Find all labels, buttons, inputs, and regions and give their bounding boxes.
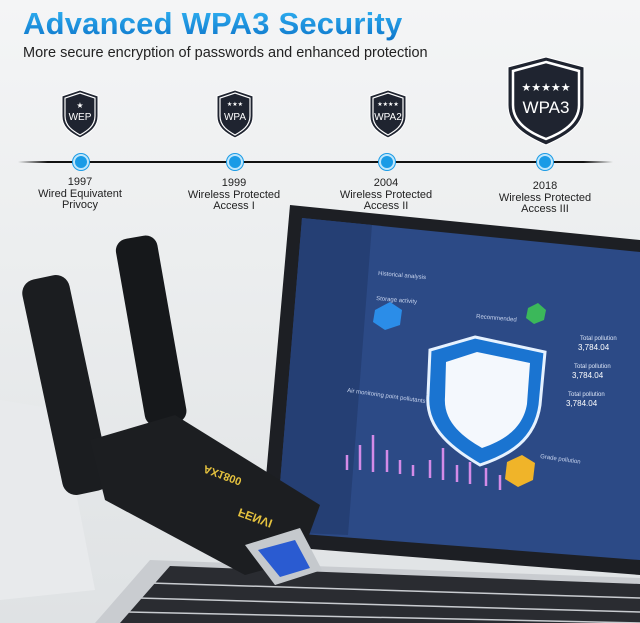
stat-value: 3,784.04 [572,371,604,380]
svg-text:★: ★ [76,101,83,110]
timeline-label-1999: 1999 Wireless Protected Access I [164,177,304,213]
usb-port-insert [258,540,310,577]
dongle-antenna-rear [115,235,187,427]
year: 1997 [67,176,93,188]
screen-bar-chart [345,435,502,490]
year: 2018 [532,180,558,192]
wpa3-shield-icon: ★★★★★ WPA3 [507,56,585,146]
timeline-label-1997: 1997 Wired Equivatent Privocy [10,176,150,212]
wpa2-shield-icon: ★★★★ WPA2 [369,89,407,139]
screen-grade: Grade pollution [540,454,581,466]
timeline-node-1999 [227,154,243,170]
keyboard [120,566,640,623]
notebook [0,400,95,600]
description: Access II [363,200,409,212]
stat-value: 3,784.04 [566,399,598,408]
description: Wireless Protected [498,191,592,204]
timeline-line [18,161,613,163]
wpa2-label: WPA2 [374,112,402,123]
description: Wireless Protected [187,188,281,201]
page-subtitle: More secure encryption of passwords and … [23,45,428,61]
dongle-antenna-front [22,275,110,495]
cloud-hex-icon [373,302,402,330]
description: Access I [213,200,255,212]
screen-stats: Total pollution 3,784.04 Total pollution… [566,336,617,408]
stat-value: 3,784.04 [578,343,610,352]
svg-text:★★★: ★★★ [227,101,243,108]
page-title: Advanced WPA3 Security [23,6,403,41]
screen-recommended: Recommended [476,314,517,324]
wep-shield-icon: ★ WEP [61,89,99,139]
year: 2004 [373,177,399,189]
timeline-node-1997 [73,154,89,170]
stat-label: Total pollution [574,364,611,370]
lock-hex-icon [505,455,535,487]
description: Wired Equivatent [38,187,122,200]
description: Privocy [61,199,99,211]
svg-text:★★★★★: ★★★★★ [521,81,570,94]
stat-label: Total pollution [568,392,605,398]
wep-label: WEP [69,112,92,123]
svg-text:★★★★: ★★★★ [377,101,399,108]
timeline-label-2018: 2018 Wireless Protected Access III [475,180,615,216]
lock-hex-icon [526,303,546,324]
wpa-shield-icon: ★★★ WPA [216,89,254,139]
keyboard-keys [127,582,640,623]
timeline-label-2004: 2004 Wireless Protected Access II [316,177,456,213]
screen-historical: Historical analysis [378,271,426,281]
usb-dongle: AX1800 FENVI [90,415,322,585]
stat-label: Total pollution [580,336,617,342]
description: Wireless Protected [339,188,433,201]
year: 1999 [221,177,247,189]
wpa-label: WPA [224,112,246,123]
screen-storage: Storage activity [376,296,417,306]
screen-shield-icon [426,335,547,467]
wpa3-label: WPA3 [523,98,570,117]
timeline-node-2018 [537,154,553,170]
description: Access III [521,203,569,215]
timeline-node-2004 [379,154,395,170]
